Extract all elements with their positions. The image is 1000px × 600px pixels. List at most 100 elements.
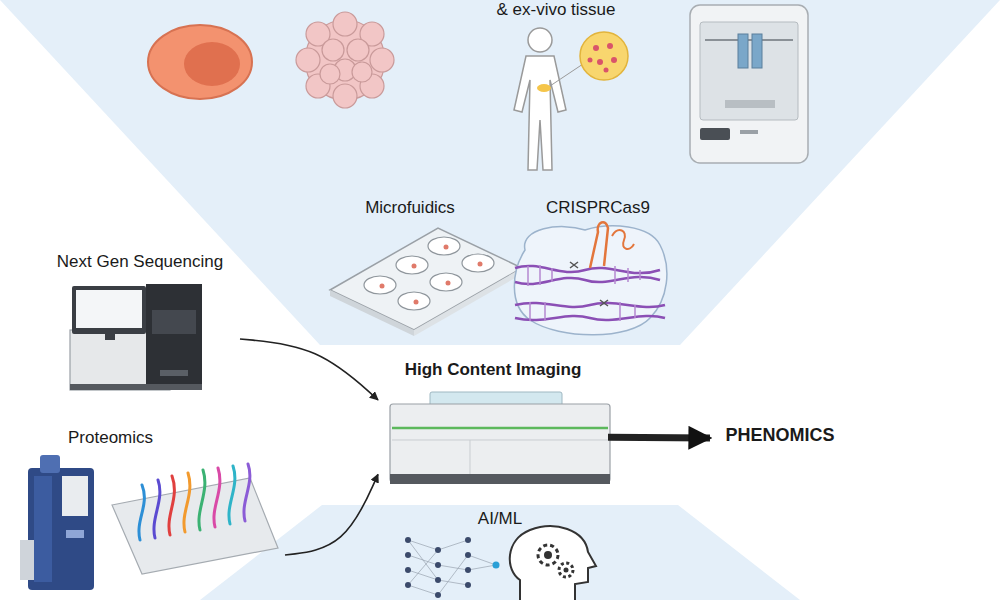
crispr-illustration xyxy=(515,266,665,320)
mass-spectrometer xyxy=(62,476,88,516)
bioprinter-illustration xyxy=(700,128,730,140)
neural-network xyxy=(465,552,471,558)
flow-arrow xyxy=(285,474,378,555)
bioprinter-illustration xyxy=(752,34,762,68)
microfluidic-plate xyxy=(446,281,451,286)
spheroid-illustration xyxy=(333,84,357,108)
flow-arrow xyxy=(608,434,710,442)
neural-network xyxy=(435,592,441,598)
section-label: AI/ML xyxy=(478,509,522,529)
peptide-membrane xyxy=(112,464,278,574)
human-figure xyxy=(537,84,551,92)
imaging-instrument xyxy=(392,440,608,441)
section-label: Microfuidics xyxy=(365,198,455,218)
neural-network xyxy=(408,540,438,550)
imaging-instrument xyxy=(390,474,610,484)
crispr-illustration xyxy=(515,277,660,284)
mass-spectrometer xyxy=(28,468,94,590)
human-figure xyxy=(607,43,613,49)
instrument-node: High Content Imaging xyxy=(378,360,608,493)
bioprinter-illustration xyxy=(690,5,808,163)
microfluidic-plate xyxy=(478,262,483,267)
outcome-node: PHENOMICS xyxy=(710,425,850,451)
crispr-illustration xyxy=(627,268,629,282)
bioprinter-illustration xyxy=(700,22,798,120)
brain-gears xyxy=(559,563,573,577)
microfluidic-plate xyxy=(444,245,449,250)
bioprinter-illustration xyxy=(740,130,758,134)
brain-gears xyxy=(510,526,596,600)
microfluidic-plate xyxy=(414,300,419,305)
neural-network xyxy=(465,537,471,543)
crispr-illustration xyxy=(527,266,529,286)
cell-illustration xyxy=(148,25,252,99)
crispr-illustration xyxy=(639,270,641,280)
crispr-illustration xyxy=(612,230,634,249)
neural-network xyxy=(435,562,441,568)
crispr-illustration xyxy=(539,265,541,285)
microfluidic-plate xyxy=(398,292,430,310)
sequencer-illustration xyxy=(160,370,188,376)
microfluidic-plate xyxy=(430,273,462,291)
spheroid-illustration xyxy=(370,48,394,72)
mass-spectrometer xyxy=(66,530,84,538)
brain-gears xyxy=(538,545,558,565)
microfluidic-plate xyxy=(412,264,417,269)
crispr-illustration xyxy=(529,302,531,321)
microfluidic-plate xyxy=(428,237,460,255)
microfluidic-plate xyxy=(462,254,494,272)
bioprinter-illustration xyxy=(738,34,748,68)
human-figure xyxy=(593,45,599,51)
peptide-membrane xyxy=(184,473,190,532)
mass-spectrometer xyxy=(34,476,52,582)
neural-network xyxy=(468,565,496,570)
mass-spectrometer xyxy=(40,455,60,473)
neural-network xyxy=(405,537,500,598)
node-label: Proteomics xyxy=(15,428,285,448)
cell-illustration xyxy=(184,42,240,86)
imaging-instrument xyxy=(390,392,610,484)
cell-illustration xyxy=(148,25,252,99)
neural-network xyxy=(438,565,468,570)
neural-network xyxy=(405,537,411,543)
brain-gears xyxy=(544,551,552,559)
bioprinter-illustration xyxy=(705,39,793,41)
background-band xyxy=(200,505,800,600)
node-label: High Content Imaging xyxy=(378,360,608,380)
human-figure xyxy=(514,56,566,170)
neural-network xyxy=(438,580,468,585)
neural-network xyxy=(408,585,438,595)
human-figure xyxy=(611,57,617,63)
section-label: CRISPRCas9 xyxy=(546,198,650,218)
microfluidic-plate xyxy=(364,276,396,294)
neural-network xyxy=(435,547,441,553)
peptide-membrane xyxy=(112,478,278,574)
neural-network xyxy=(405,552,411,558)
neural-network xyxy=(438,555,468,595)
sequencer-illustration xyxy=(72,286,146,334)
node-label: Next Gen Sequencing xyxy=(40,252,240,272)
sequencer-illustration xyxy=(70,284,202,390)
sequencer-illustration xyxy=(146,284,202,390)
microfluidic-plate xyxy=(380,245,483,305)
crispr-illustration xyxy=(590,222,608,268)
crispr-illustration xyxy=(619,302,621,321)
instrument-node: Next Gen Sequencing xyxy=(40,252,240,397)
peptide-membrane xyxy=(139,485,144,540)
spheroid-illustration xyxy=(296,12,394,108)
bioprinter-illustration xyxy=(725,100,775,108)
peptide-membrane xyxy=(214,468,220,527)
imaging-instrument xyxy=(390,404,610,482)
sequencer-illustration xyxy=(76,290,142,328)
spheroid-illustration xyxy=(296,48,320,72)
section-label: & ex-vivo tissue xyxy=(496,0,615,20)
spheroid-illustration xyxy=(352,62,372,82)
neural-network xyxy=(493,562,500,569)
crispr-illustration xyxy=(514,222,666,335)
crispr-illustration xyxy=(528,265,640,321)
bioprinter-illustration xyxy=(690,5,808,163)
neural-network xyxy=(405,582,411,588)
brain-gears xyxy=(564,568,569,573)
